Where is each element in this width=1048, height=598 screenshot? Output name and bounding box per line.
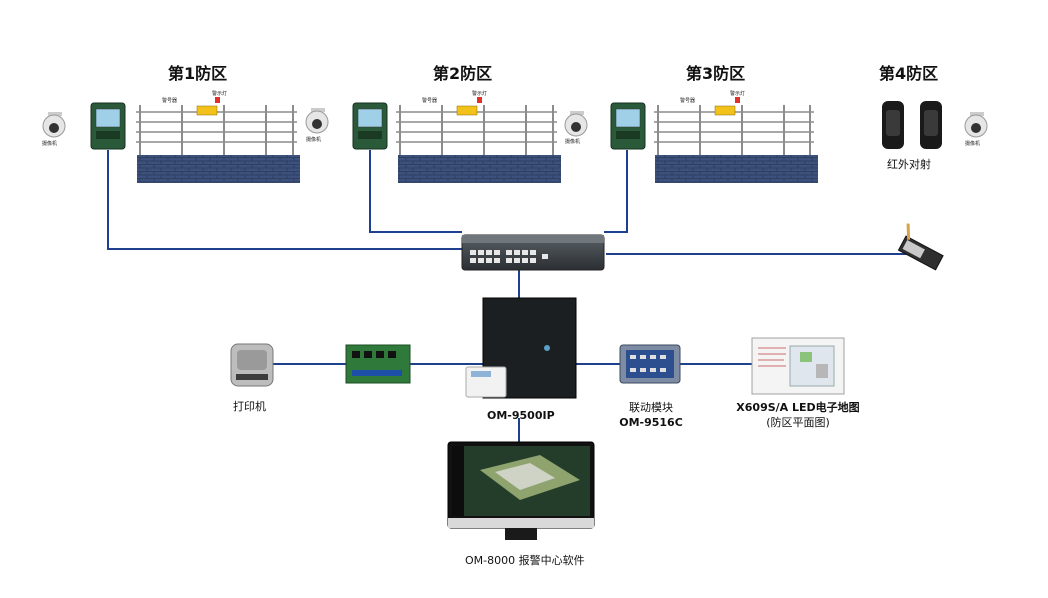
warning-light-icon bbox=[477, 97, 482, 103]
zone-1-equipment bbox=[42, 97, 329, 183]
module-icon bbox=[897, 223, 944, 271]
siren-label: 警号器 bbox=[680, 98, 696, 104]
host-label: OM-9500IP bbox=[487, 409, 555, 422]
siren-label: 警号器 bbox=[162, 98, 178, 104]
brick-wall bbox=[655, 155, 818, 183]
camera-icon bbox=[305, 108, 329, 134]
map-label: X609S/A LED电子地图 (防区平面图) bbox=[728, 400, 868, 430]
linkage-module-icon bbox=[619, 344, 681, 384]
wire-zone1 bbox=[107, 150, 462, 250]
energizer-icon bbox=[90, 102, 126, 150]
infrared-label: 红外对射 bbox=[887, 158, 931, 171]
linkage-label: 联动模块 OM-9516C bbox=[614, 400, 688, 430]
wire-zone2 bbox=[369, 150, 462, 233]
zone-title: 第2防区 bbox=[433, 64, 493, 83]
camera-icon bbox=[564, 111, 588, 137]
warning-light-icon bbox=[735, 97, 740, 103]
monitor-icon bbox=[447, 441, 595, 540]
zone-4-equipment bbox=[882, 101, 988, 271]
alarm-host-icon bbox=[465, 297, 577, 399]
brick-wall bbox=[398, 155, 561, 183]
wire-zone3 bbox=[604, 150, 628, 233]
brick-wall bbox=[137, 155, 300, 183]
camera-icon bbox=[42, 112, 66, 138]
warning-light-label: 警示灯 bbox=[730, 91, 746, 97]
wiring bbox=[107, 150, 910, 442]
fence bbox=[654, 105, 814, 155]
warning-light-icon bbox=[215, 97, 220, 103]
warning-sign bbox=[196, 105, 218, 116]
zone-title: 第4防区 bbox=[879, 64, 939, 83]
zone-title: 第3防区 bbox=[686, 64, 746, 83]
printer-label: 打印机 bbox=[233, 400, 266, 413]
camera-label: 摄像机 bbox=[42, 141, 58, 147]
network-switch-icon bbox=[461, 234, 605, 271]
linkage-label-line2: OM-9516C bbox=[619, 416, 683, 429]
camera-label: 摄像机 bbox=[306, 137, 322, 143]
siren-label: 警号器 bbox=[422, 98, 438, 104]
led-map-icon bbox=[751, 337, 845, 395]
warning-sign bbox=[714, 105, 736, 116]
energizer-icon bbox=[352, 102, 388, 150]
camera-label: 摄像机 bbox=[965, 141, 981, 147]
infrared-beam-icon bbox=[882, 101, 942, 149]
map-label-line2: (防区平面图) bbox=[766, 416, 830, 429]
camera-icon bbox=[964, 112, 988, 138]
zone-3-equipment bbox=[610, 97, 818, 183]
relay-board-icon bbox=[345, 344, 411, 384]
warning-light-label: 警示灯 bbox=[212, 91, 228, 97]
linkage-label-line1: 联动模块 bbox=[629, 401, 673, 414]
camera-label: 摄像机 bbox=[565, 139, 581, 145]
zone-2-equipment bbox=[352, 97, 588, 183]
printer-icon bbox=[230, 343, 274, 387]
warning-sign bbox=[456, 105, 478, 116]
map-label-line1: X609S/A LED电子地图 bbox=[736, 401, 860, 414]
warning-light-label: 警示灯 bbox=[472, 91, 488, 97]
energizer-icon bbox=[610, 102, 646, 150]
software-label: OM-8000 报警中心软件 bbox=[465, 554, 585, 567]
zone-title: 第1防区 bbox=[168, 64, 228, 83]
